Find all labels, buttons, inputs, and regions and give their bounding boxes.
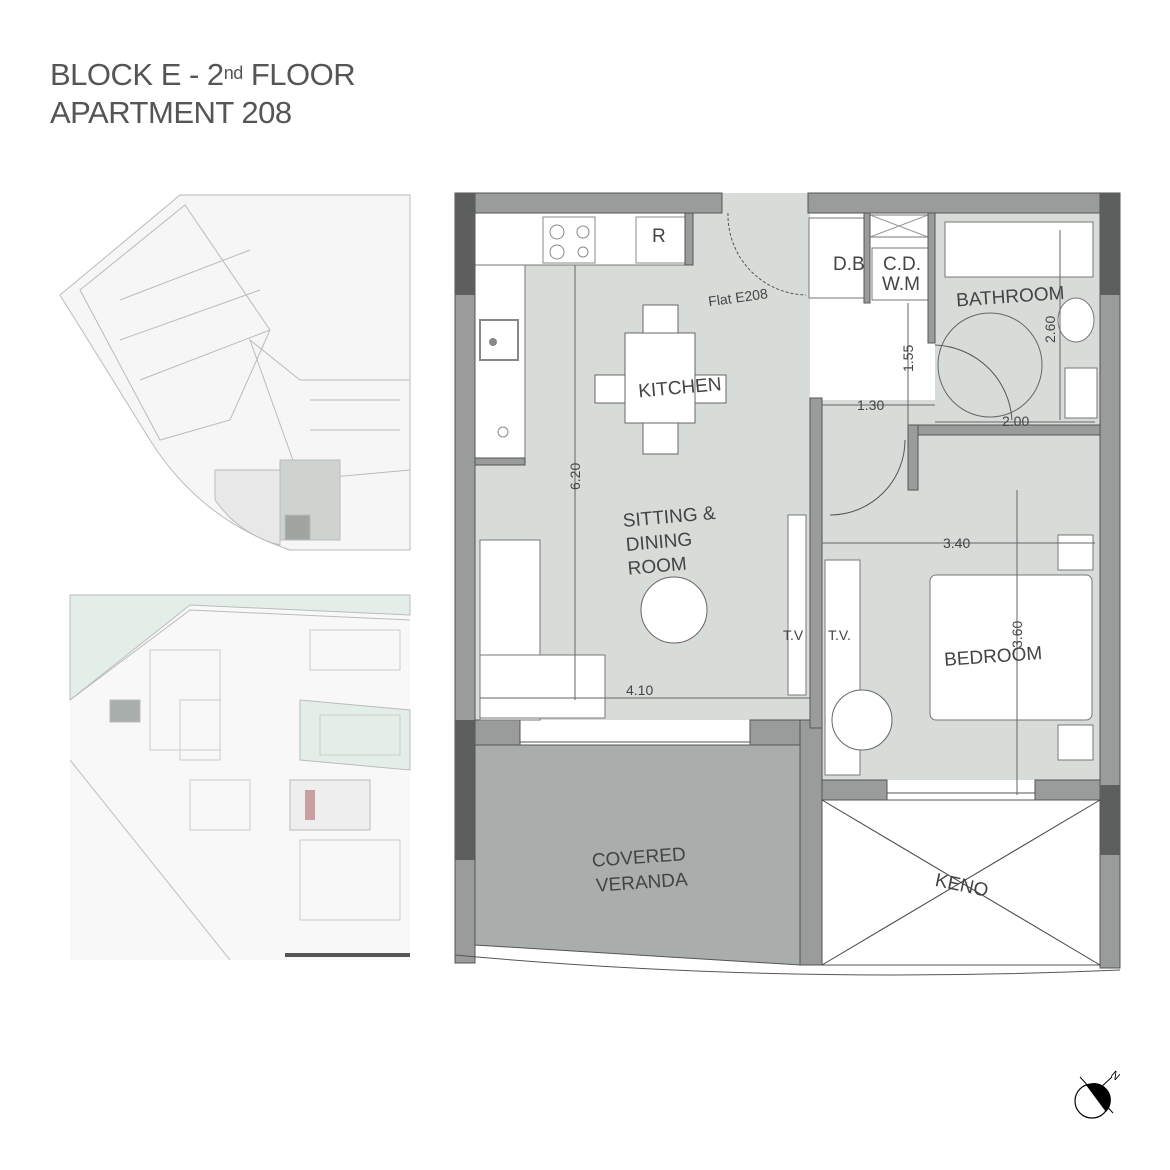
dim-living-length: 6.20 [567, 463, 583, 490]
dim-bed-height: 3.60 [1009, 621, 1025, 648]
tv-label-bedroom: T.V. [828, 627, 851, 643]
north-arrow-icon: N [1074, 1069, 1122, 1119]
apartment-plan: R [454, 192, 1121, 976]
plan-title: BLOCK E - 2nd FLOOR APARTMENT 208 [50, 56, 356, 132]
dim-bath-height: 2.60 [1042, 316, 1058, 343]
wm-label: W.M [882, 274, 920, 295]
key-plan-building [59, 194, 411, 551]
db-label: D.B [833, 254, 865, 275]
cd-label: C.D. [883, 254, 921, 275]
north-label: N [1108, 1069, 1122, 1083]
title-line-1: BLOCK E - 2nd FLOOR [50, 57, 356, 92]
veranda-floor [474, 744, 801, 966]
dim-bed-width: 3.40 [943, 535, 970, 551]
room-labels: Flat E208 KITCHEN SITTING & DINING ROOM … [567, 254, 1065, 902]
dim-hall-width: 1.30 [857, 397, 884, 413]
tv-label-living: T.V [783, 627, 804, 643]
fridge-label: R [652, 226, 666, 247]
dim-bath-width: 2.00 [1002, 413, 1029, 429]
site-plan [69, 594, 411, 961]
dim-living-width: 4.10 [626, 682, 653, 698]
sitting-label-3: ROOM [627, 554, 688, 580]
title-line-2: APARTMENT 208 [50, 95, 292, 130]
dim-hall-height: 1.55 [900, 345, 916, 372]
